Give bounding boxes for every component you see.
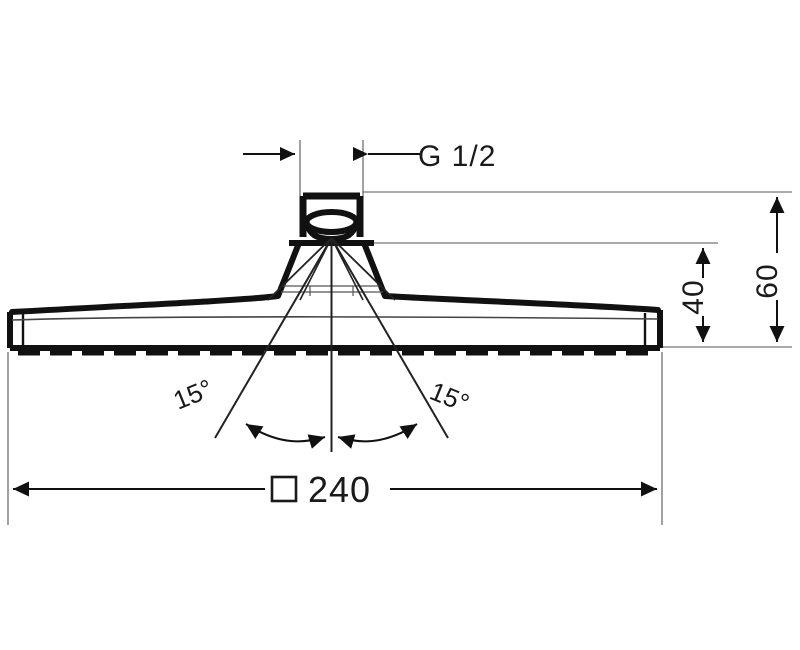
spray-ray-outer-left (214, 237, 333, 439)
spray-ray-inner-right (330, 237, 396, 301)
spray-ray-mid-right (330, 237, 364, 301)
spray-ray-inner-left (267, 237, 333, 301)
angle-arc-left (245, 423, 326, 449)
dimension-width-240: 240 (13, 469, 657, 510)
plate-top-right-edge (382, 293, 661, 313)
swivel-nut-ellipse (303, 209, 360, 235)
height-40-label: 40 (677, 279, 710, 314)
plate-upper-band (11, 316, 659, 321)
spray-ray-mid-left (299, 237, 333, 301)
square-profile-symbol-icon (270, 475, 298, 503)
angle-arc-right (337, 423, 418, 449)
dimension-height-40: 40 (677, 248, 711, 342)
thread-connector-block (299, 192, 364, 237)
spray-cone-group (214, 237, 449, 452)
width-240-label: 240 (308, 469, 371, 510)
spray-ray-outer-right (330, 237, 449, 439)
plate-top-left-edge (9, 293, 281, 315)
shower-head-body-group (7, 192, 663, 356)
dimension-thread-g12: G 1/2 (243, 140, 496, 173)
thread-label: G 1/2 (418, 140, 496, 173)
dimension-height-60: 60 (751, 197, 785, 342)
extension-lines-group (7, 140, 792, 525)
height-60-label: 60 (751, 263, 784, 298)
